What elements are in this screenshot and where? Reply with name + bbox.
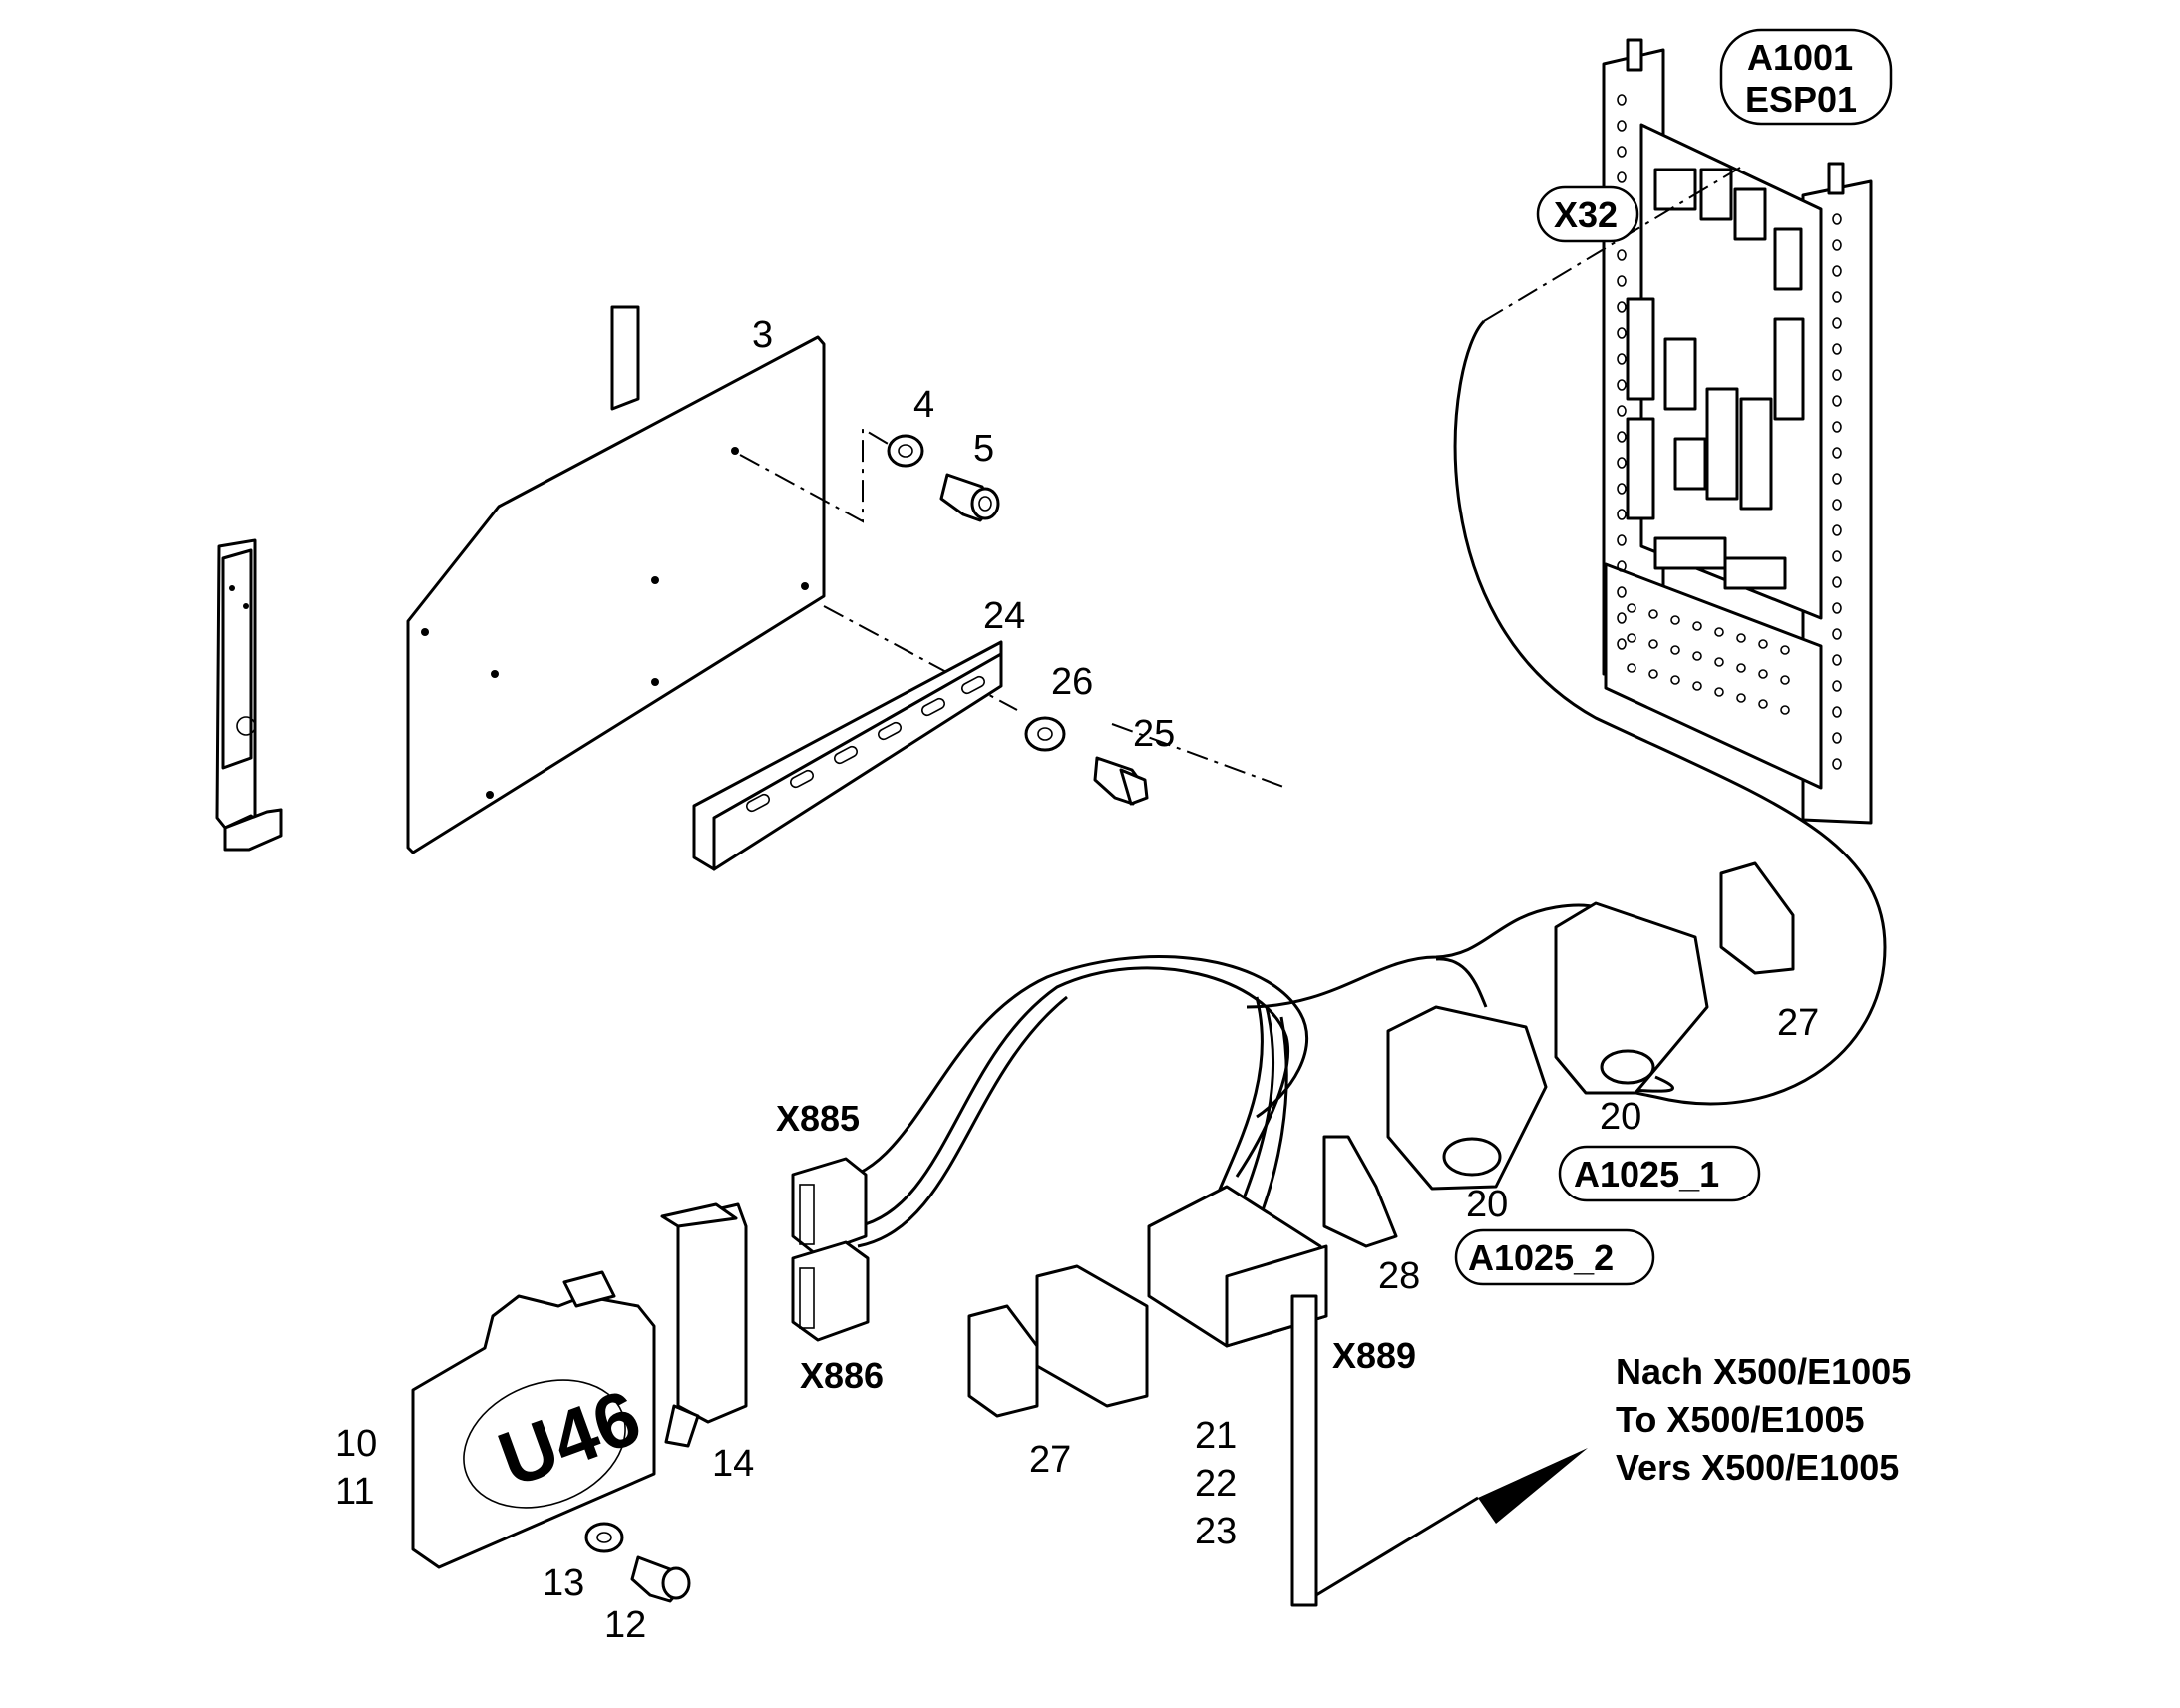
label-x885: X885 bbox=[776, 1098, 860, 1139]
destination-en: To X500/E1005 bbox=[1616, 1399, 1865, 1440]
callout-22: 22 bbox=[1195, 1463, 1237, 1505]
callout-21: 21 bbox=[1195, 1415, 1237, 1457]
screw-12 bbox=[630, 1555, 691, 1603]
bubble-a1001: A1001 ESP01 bbox=[1719, 28, 1893, 126]
label-x32: X32 bbox=[1554, 194, 1618, 235]
destination-de: Nach X500/E1005 bbox=[1616, 1351, 1911, 1392]
callout-25: 25 bbox=[1133, 713, 1175, 755]
label-a1025-1: A1025_1 bbox=[1574, 1154, 1719, 1195]
callout-28: 28 bbox=[1378, 1255, 1420, 1297]
washer-26 bbox=[1024, 716, 1066, 752]
terminal-bracket bbox=[1035, 1264, 1149, 1408]
callout-14: 14 bbox=[712, 1443, 754, 1485]
callout-5: 5 bbox=[973, 428, 994, 470]
bubble-a1025-2: A1025_2 bbox=[1454, 1228, 1655, 1286]
connector-x885 bbox=[791, 1157, 868, 1256]
callout-23: 23 bbox=[1195, 1511, 1237, 1552]
callout-20-right: 20 bbox=[1600, 1096, 1641, 1138]
callout-27-bottom: 27 bbox=[1029, 1439, 1071, 1481]
callout-10: 10 bbox=[335, 1423, 377, 1465]
washer-13 bbox=[584, 1522, 624, 1553]
connector-x886 bbox=[791, 1240, 870, 1342]
terminal-block bbox=[1147, 1185, 1328, 1348]
screw-5 bbox=[939, 473, 1000, 522]
cable-x889 bbox=[1290, 1294, 1588, 1607]
bubble-x32: X32 bbox=[1536, 185, 1639, 243]
destination-fr: Vers X500/E1005 bbox=[1616, 1447, 1899, 1488]
plate-28 bbox=[1322, 1135, 1398, 1248]
washer-4 bbox=[887, 434, 924, 468]
bubble-a1025-1: A1025_1 bbox=[1558, 1145, 1761, 1202]
mounting-bracket bbox=[215, 538, 283, 852]
callout-24: 24 bbox=[983, 595, 1025, 637]
mounting-plate bbox=[406, 305, 826, 854]
screw-25 bbox=[1093, 756, 1149, 806]
control-cabinet-a1001 bbox=[1602, 38, 1873, 825]
holder-14 bbox=[660, 1202, 748, 1448]
callout-26: 26 bbox=[1051, 661, 1093, 703]
din-rail bbox=[692, 640, 1003, 871]
callout-12: 12 bbox=[604, 1604, 646, 1646]
label-x889: X889 bbox=[1332, 1335, 1416, 1376]
label-x886: X886 bbox=[800, 1355, 884, 1396]
label-a1001: A1001 bbox=[1747, 37, 1853, 78]
callout-4: 4 bbox=[913, 384, 934, 426]
callout-13: 13 bbox=[543, 1562, 584, 1604]
callout-20-left: 20 bbox=[1466, 1184, 1508, 1225]
callout-11: 11 bbox=[335, 1471, 374, 1513]
end-clamp-27-bottom bbox=[967, 1304, 1039, 1418]
callout-27-right: 27 bbox=[1777, 1002, 1819, 1044]
module-a1025-2 bbox=[1386, 1005, 1548, 1191]
end-clamp-27-right bbox=[1719, 861, 1795, 975]
module-a1025-1 bbox=[1554, 901, 1709, 1095]
module-u46: U46 bbox=[411, 1270, 656, 1569]
label-esp01: ESP01 bbox=[1745, 79, 1857, 120]
callout-3: 3 bbox=[752, 314, 773, 356]
label-a1025-2: A1025_2 bbox=[1468, 1237, 1614, 1278]
